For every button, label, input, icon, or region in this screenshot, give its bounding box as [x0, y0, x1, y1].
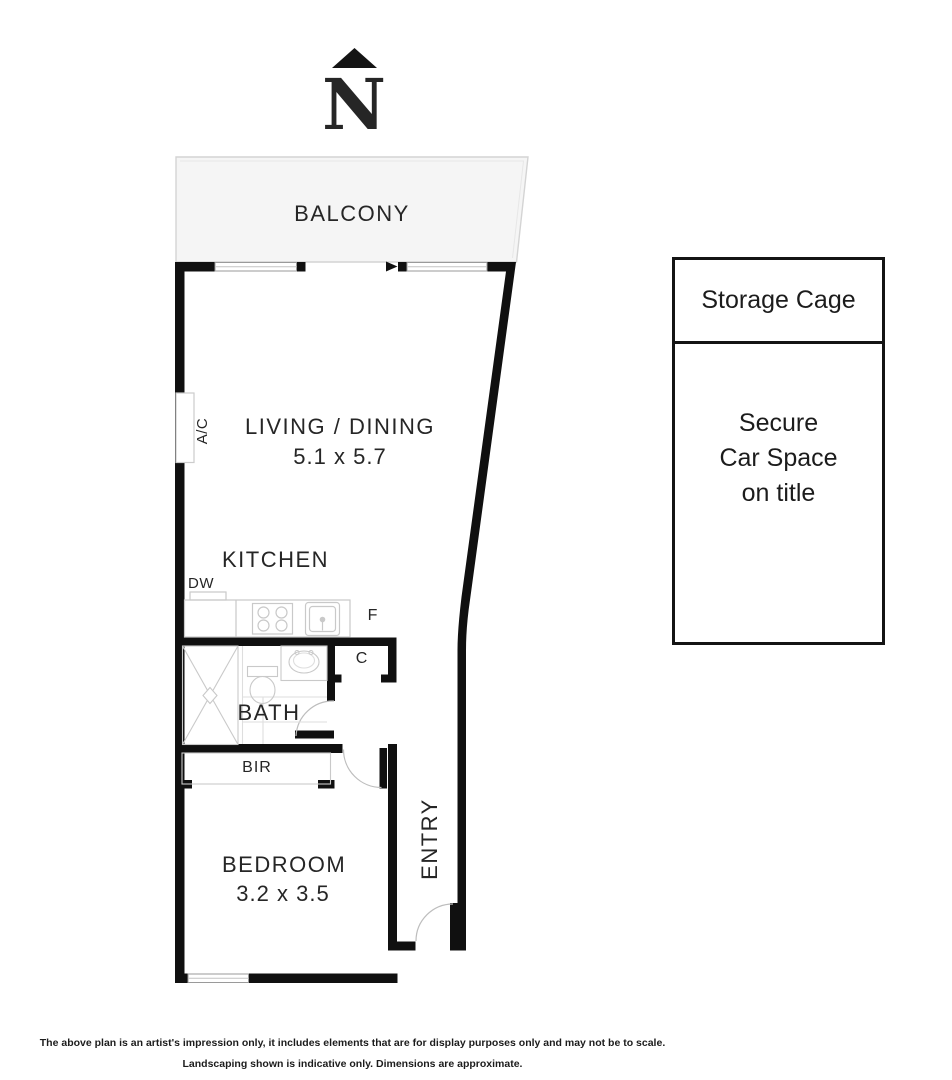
kitchen-fixtures: [183, 591, 351, 638]
ac-unit-outline: [175, 392, 195, 464]
sliding-door-arrow-icon: [386, 261, 398, 272]
car-space-note-line1: Secure: [738, 409, 819, 437]
bath-door-arc: [295, 700, 335, 737]
ac-label: A/C: [194, 417, 211, 445]
bath-fixtures: [181, 645, 332, 785]
dishwasher-outline: [189, 591, 227, 601]
windows: [187, 262, 488, 983]
entry-door-arc: [415, 903, 454, 942]
car-space-note-line3: on title: [741, 479, 816, 507]
balcony-area: [175, 156, 529, 263]
living-dining-label: LIVING / DINING: [245, 414, 435, 439]
car-space-note-line2: Car Space: [719, 444, 838, 472]
cooktop-icon: [251, 602, 294, 635]
bedroom-door-arc: [342, 749, 382, 789]
entry-label: ENTRY: [417, 798, 442, 880]
bedroom-label: BEDROOM: [222, 852, 347, 877]
dishwasher-label: DW: [188, 575, 214, 592]
storage-cage-title: Storage Cage: [675, 260, 882, 344]
bath-tile-lines: [241, 646, 327, 744]
storage-cage-box: Storage Cage Secure Car Space on title: [672, 257, 885, 645]
kitchen-counter: [183, 599, 351, 638]
bir-outline: [181, 752, 332, 785]
disclaimer-line1: The above plan is an artist's impression…: [39, 1037, 666, 1049]
bedroom-dimensions: 3.2 x 3.5: [236, 881, 330, 906]
bir-label: BIR: [242, 759, 272, 776]
balcony-label: BALCONY: [294, 201, 410, 226]
door-arcs: [295, 700, 454, 942]
car-space-note: Secure Car Space on title: [675, 344, 882, 511]
window-bedroom: [187, 973, 249, 983]
vanity-basin-icon: [280, 645, 328, 682]
window-balcony-left: [214, 262, 297, 272]
toilet-icon: [246, 665, 279, 705]
north-letter: N: [322, 63, 386, 146]
sink-icon: [304, 601, 341, 637]
walls: [175, 262, 516, 983]
cupboard-label: C: [355, 650, 369, 667]
north-arrow-icon: [332, 48, 377, 68]
window-balcony-right: [406, 262, 488, 272]
disclaimer: The above plan is an artist's impression…: [0, 1033, 705, 1075]
bath-label: BATH: [237, 700, 301, 725]
living-dining-dimensions: 5.1 x 5.7: [293, 444, 387, 469]
fridge-label: F: [367, 607, 379, 624]
kitchen-label: KITCHEN: [222, 547, 330, 572]
shower-icon: [181, 645, 239, 746]
disclaimer-line2: Landscaping shown is indicative only. Di…: [182, 1058, 523, 1070]
